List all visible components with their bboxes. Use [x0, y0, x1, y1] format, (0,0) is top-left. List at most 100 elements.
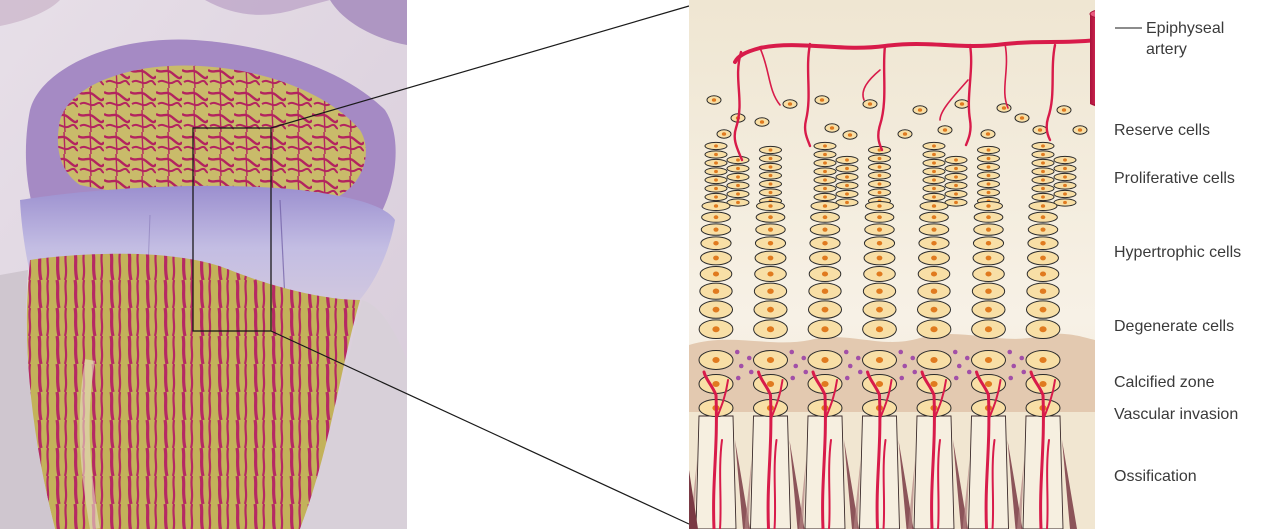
nucleus	[960, 102, 964, 106]
nucleus	[736, 192, 740, 195]
nucleus	[876, 289, 882, 294]
nucleus	[769, 191, 773, 194]
reserve-cells-label: Reserve cells	[1114, 122, 1210, 140]
nucleus	[769, 182, 773, 185]
nucleus	[768, 228, 773, 232]
calcium-deposit	[793, 364, 798, 369]
nucleus	[954, 175, 958, 178]
nucleus	[788, 102, 792, 106]
calcium-deposit	[965, 356, 970, 361]
nucleus	[1041, 215, 1046, 219]
nucleus	[876, 326, 883, 332]
nucleus	[822, 307, 829, 313]
nucleus	[1002, 106, 1006, 110]
vascular-invasion-label: Vascular invasion	[1114, 406, 1238, 424]
nucleus	[769, 165, 773, 168]
calcium-deposit	[845, 376, 850, 381]
nucleus	[712, 357, 719, 363]
nucleus	[878, 174, 882, 177]
nucleus	[823, 215, 828, 219]
growth-plate-schematic	[689, 0, 1112, 529]
nucleus	[736, 167, 740, 170]
nucleus	[823, 178, 827, 181]
nucleus	[1063, 175, 1067, 178]
nucleus	[985, 289, 991, 294]
ossification-label: Ossification	[1114, 468, 1197, 486]
nucleus	[986, 204, 990, 208]
nucleus	[930, 326, 937, 332]
calcium-deposit	[899, 376, 904, 381]
nucleus	[985, 357, 992, 363]
nucleus	[878, 182, 882, 185]
calcium-deposit	[790, 376, 795, 381]
nucleus	[1078, 128, 1082, 132]
nucleus	[985, 381, 992, 387]
calcium-deposit	[735, 350, 740, 355]
nucleus	[823, 170, 827, 173]
nucleus	[822, 289, 828, 294]
nucleus	[713, 307, 720, 313]
nucleus	[714, 144, 718, 147]
calcium-deposit	[912, 370, 917, 375]
calcium-deposit	[1021, 370, 1026, 375]
nucleus	[823, 195, 827, 198]
nucleus	[822, 256, 828, 261]
nucleus	[1040, 241, 1045, 246]
nucleus	[903, 132, 907, 136]
nucleus	[1063, 192, 1067, 195]
nucleus	[823, 161, 827, 164]
nucleus	[876, 381, 883, 387]
nucleus	[876, 271, 882, 276]
nucleus	[822, 241, 827, 246]
nucleus	[987, 191, 991, 194]
nucleus	[767, 357, 774, 363]
nucleus	[877, 241, 882, 246]
nucleus	[1041, 178, 1045, 181]
nucleus	[823, 144, 827, 147]
nucleus	[822, 228, 827, 232]
nucleus	[954, 192, 958, 195]
nucleus	[821, 326, 828, 332]
nucleus	[736, 184, 740, 187]
nucleus	[1040, 289, 1046, 294]
calcium-deposit	[954, 376, 959, 381]
nucleus	[877, 215, 882, 219]
nucleus	[822, 271, 828, 276]
nucleus	[932, 144, 936, 147]
calcium-deposit	[902, 364, 907, 369]
hypertrophic-cells-label: Hypertrophic cells	[1114, 244, 1241, 262]
nucleus	[768, 215, 773, 219]
nucleus	[714, 187, 718, 190]
nucleus	[767, 289, 773, 294]
calcium-deposit	[1008, 376, 1013, 381]
calcium-deposit	[910, 356, 915, 361]
nucleus	[714, 153, 718, 156]
nucleus	[954, 184, 958, 187]
nucleus	[932, 195, 936, 198]
nucleus	[830, 126, 834, 130]
nucleus	[1041, 153, 1045, 156]
nucleus	[877, 256, 883, 261]
nucleus	[932, 161, 936, 164]
nucleus	[986, 241, 991, 246]
nucleus	[714, 170, 718, 173]
calcium-deposit	[749, 370, 754, 375]
nucleus	[820, 98, 824, 102]
nucleus	[1041, 170, 1045, 173]
calcium-deposit	[967, 370, 972, 375]
nucleus	[943, 128, 947, 132]
nucleus	[713, 256, 719, 261]
nucleus	[1040, 228, 1045, 232]
nucleus	[845, 184, 849, 187]
degenerate-cells-label: Degenerate cells	[1114, 318, 1234, 336]
calcium-deposit	[801, 356, 806, 361]
nucleus	[954, 158, 958, 161]
nucleus	[987, 157, 991, 160]
nucleus	[823, 204, 827, 208]
epiphyseal-artery-label-line2: artery	[1146, 39, 1224, 60]
nucleus	[1063, 184, 1067, 187]
calcium-deposit	[957, 364, 962, 369]
nucleus	[878, 157, 882, 160]
calcium-deposit	[789, 350, 794, 355]
